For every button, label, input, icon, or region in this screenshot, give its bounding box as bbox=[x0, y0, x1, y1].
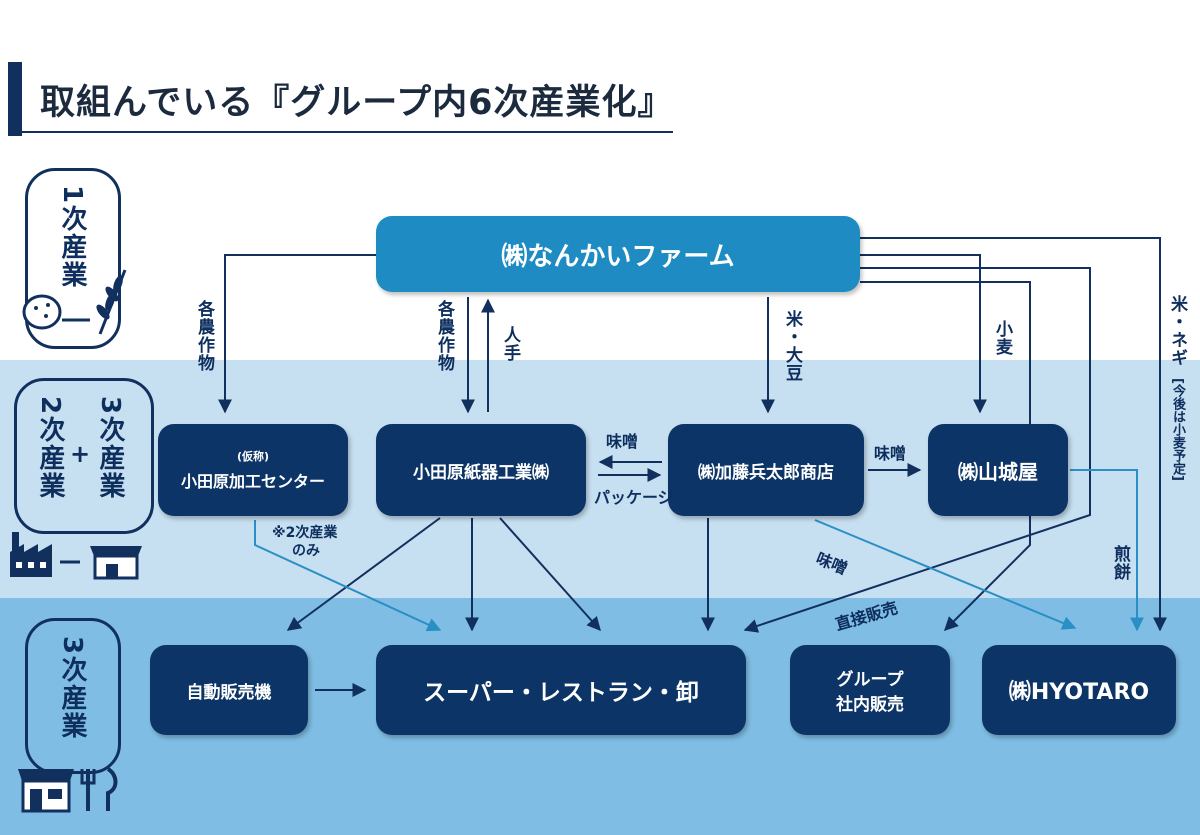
factory-shop-icon bbox=[10, 532, 142, 580]
arrow-nankai-to-super bbox=[743, 267, 1091, 633]
node-kato-shoten: ㈱加藤兵太郎商店 bbox=[668, 424, 864, 516]
node-nankai-farm-label: ㈱なんかいファーム bbox=[501, 241, 735, 272]
node-group-line2: 社内販売 bbox=[836, 695, 904, 715]
label-miso-right: 味噌 bbox=[874, 444, 907, 463]
node-center-label: 小田原加工センター bbox=[180, 472, 325, 491]
node-nankai-farm: ㈱なんかいファーム bbox=[376, 216, 860, 292]
node-center-tentative: (仮称) bbox=[236, 450, 270, 463]
page-title: 取組んでいる『グループ内6次産業化』 bbox=[40, 83, 674, 123]
label-wheat: 小麦 bbox=[992, 320, 1012, 356]
title-underline bbox=[8, 131, 673, 133]
label-crops-mid: 各農作物 bbox=[434, 300, 454, 372]
tertiary-combo-label: 3次産業 bbox=[95, 396, 125, 501]
node-vending-label: 自動販売機 bbox=[186, 682, 272, 703]
node-hyotaro-label: ㈱HYOTARO bbox=[1008, 680, 1150, 705]
primary-industry-label: 1次産業 bbox=[57, 185, 87, 290]
label-secondary-only-2: のみ bbox=[292, 543, 320, 559]
label-miso-top: 味噌 bbox=[606, 432, 639, 451]
node-group-line1: グループ bbox=[836, 670, 904, 690]
node-odawara-shiki-label: 小田原紙器工業㈱ bbox=[413, 462, 549, 483]
node-super-restaurant: スーパー・レストラン・卸 bbox=[376, 645, 746, 735]
label-package: パッケージ bbox=[594, 488, 674, 507]
tertiary-industry-pill bbox=[25, 618, 121, 774]
arrow-odawara-to-super-left bbox=[286, 517, 441, 631]
node-group-sales: グループ 社内販売 bbox=[790, 645, 950, 735]
node-super-label: スーパー・レストラン・卸 bbox=[423, 680, 699, 706]
node-yamashiroya-label: ㈱山城屋 bbox=[958, 459, 1038, 484]
arrow-kato-to-hyotaro bbox=[814, 519, 1077, 630]
plus-sign: + bbox=[70, 440, 91, 468]
arrow-odawara-to-super-right bbox=[499, 517, 601, 632]
label-secondary-only-1: ※2次産業 bbox=[272, 525, 338, 541]
node-hyotaro: ㈱HYOTARO bbox=[982, 645, 1176, 735]
store-cutlery-icon bbox=[18, 767, 118, 813]
label-rice-soy: 米・大豆 bbox=[782, 310, 802, 382]
label-rice-leek: 米・ネギ bbox=[1167, 295, 1187, 367]
node-vending-machine: 自動販売機 bbox=[150, 645, 308, 735]
secondary-tertiary-pill bbox=[14, 378, 154, 534]
node-kato-shoten-label: ㈱加藤兵太郎商店 bbox=[698, 462, 834, 483]
label-senbei: 煎餅 bbox=[1110, 545, 1130, 581]
potato-wheat-icon bbox=[22, 269, 127, 335]
secondary-industry-label: 2次産業 bbox=[35, 396, 65, 501]
arrow-nankai-to-yamashiroya bbox=[860, 254, 987, 414]
label-people: 人手 bbox=[500, 326, 520, 362]
label-rice-leek-note: [今後は小麦予定] bbox=[1170, 378, 1185, 481]
node-odawara-shiki: 小田原紙器工業㈱ bbox=[376, 424, 586, 516]
label-crops-left: 各農作物 bbox=[194, 300, 214, 372]
arrow-center-to-super bbox=[254, 520, 442, 632]
arrow-yamashiroya-to-hyotaro bbox=[1070, 469, 1144, 632]
arrow-nankai-to-group bbox=[860, 281, 1031, 631]
primary-industry-band bbox=[0, 0, 1200, 360]
node-yamashiroya: ㈱山城屋 bbox=[928, 424, 1068, 516]
arrow-nankai-to-center bbox=[218, 254, 378, 414]
arrow-nankai-to-hyotaro bbox=[860, 237, 1167, 632]
node-odawara-processing-center: (仮称) 小田原加工センター bbox=[158, 424, 348, 516]
primary-industry-pill bbox=[25, 168, 121, 349]
tertiary-industry-label: 3次産業 bbox=[57, 636, 87, 741]
title-accent-bar bbox=[8, 62, 22, 136]
